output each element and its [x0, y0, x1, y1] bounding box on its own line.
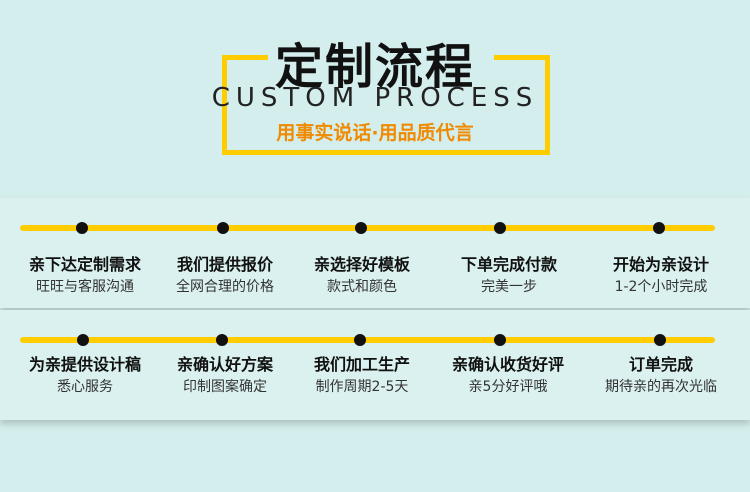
- step-description: 款式和颜色: [327, 279, 397, 295]
- process-row-2: 为亲提供设计稿 悉心服务 亲确认好方案 印制图案确定 我们加工生产 制作周期2-…: [0, 310, 750, 420]
- header-title-backdrop: [268, 26, 494, 84]
- process-step: 我们提供报价 全网合理的价格: [155, 255, 295, 297]
- process-step: 订单完成 期待亲的再次光临: [591, 355, 731, 397]
- timeline-dot: [355, 222, 367, 234]
- process-step: 亲下达定制需求 旺旺与客服沟通: [15, 255, 155, 297]
- step-title: 下单完成付款: [460, 255, 557, 274]
- timeline-dot: [653, 222, 665, 234]
- step-title: 亲选择好模板: [313, 255, 410, 274]
- step-title: 为亲提供设计稿: [28, 355, 141, 374]
- step-title: 亲确认好方案: [176, 355, 273, 374]
- step-description: 全网合理的价格: [176, 279, 274, 295]
- timeline-dot: [77, 334, 89, 346]
- slogan: 用事实说话·用品质代言: [276, 122, 474, 144]
- timeline-dot: [654, 334, 666, 346]
- step-description: 1-2个小时完成: [614, 279, 708, 295]
- step-description: 完美一步: [481, 279, 537, 295]
- step-description: 悉心服务: [57, 379, 113, 395]
- timeline-dot: [76, 222, 88, 234]
- timeline-dot: [494, 334, 506, 346]
- timeline-dot: [216, 334, 228, 346]
- timeline-bar: [20, 334, 715, 346]
- step-title: 我们加工生产: [313, 355, 410, 374]
- process-step: 亲确认好方案 印制图案确定: [155, 355, 295, 397]
- process-row-1: 亲下达定制需求 旺旺与客服沟通 我们提供报价 全网合理的价格 亲选择好模板 款式…: [0, 198, 750, 308]
- process-step: 我们加工生产 制作周期2-5天: [292, 355, 432, 397]
- step-description: 印制图案确定: [183, 379, 267, 395]
- step-description: 期待亲的再次光临: [605, 379, 717, 395]
- step-description: 旺旺与客服沟通: [36, 279, 134, 295]
- process-step: 下单完成付款 完美一步: [439, 255, 579, 297]
- timeline-bar: [20, 222, 715, 234]
- process-step: 为亲提供设计稿 悉心服务: [15, 355, 155, 397]
- page-subtitle: CUSTOM PROCESS: [211, 83, 539, 113]
- timeline-dot: [354, 334, 366, 346]
- step-title: 订单完成: [628, 355, 693, 374]
- timeline-dot: [217, 222, 229, 234]
- step-title: 我们提供报价: [176, 255, 273, 274]
- page-title: 定制流程: [274, 39, 475, 95]
- step-title: 亲确认收货好评: [451, 355, 564, 374]
- process-step: 亲确认收货好评 亲5分好评哦: [438, 355, 578, 397]
- step-title: 开始为亲设计: [612, 255, 709, 274]
- step-description: 制作周期2-5天: [315, 379, 409, 395]
- process-step: 亲选择好模板 款式和颜色: [292, 255, 432, 297]
- process-step: 开始为亲设计 1-2个小时完成: [591, 255, 731, 297]
- step-title: 亲下达定制需求: [28, 255, 141, 274]
- step-description: 亲5分好评哦: [468, 379, 548, 395]
- timeline-dot: [494, 222, 506, 234]
